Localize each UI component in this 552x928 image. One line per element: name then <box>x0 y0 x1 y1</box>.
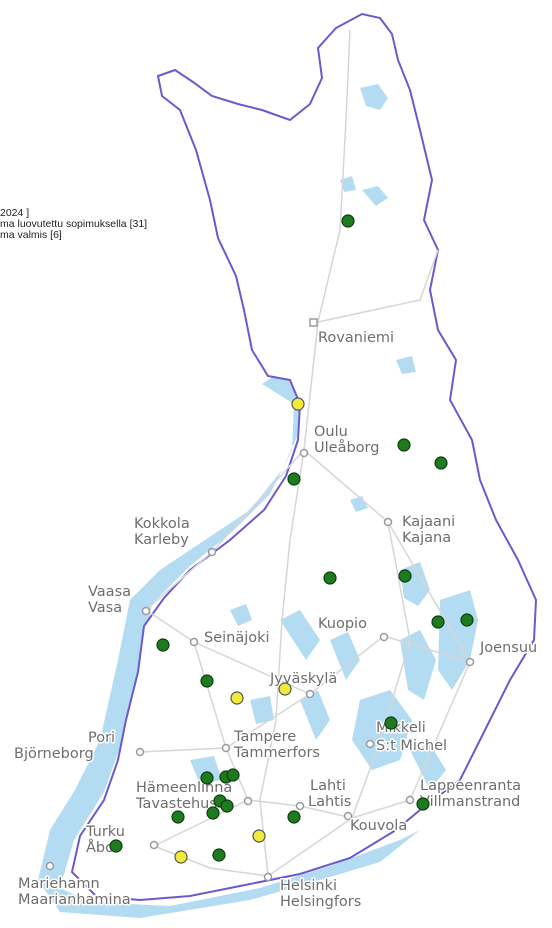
marker-green <box>397 438 411 452</box>
marker-green <box>416 797 430 811</box>
city-label: Uleåborg <box>314 439 379 456</box>
city-label: Hämeenlinna <box>136 780 232 796</box>
marker-yellow <box>174 850 188 864</box>
city-label: Lahti <box>310 778 346 794</box>
city-label: Vasa <box>88 600 122 616</box>
city-label: Tampere <box>233 729 296 745</box>
marker-yellow <box>230 691 244 705</box>
marker-green <box>323 571 337 585</box>
city-label: S:t Michel <box>376 738 447 754</box>
marker-green <box>171 810 185 824</box>
city-label: Karleby <box>134 532 189 548</box>
marker-green <box>287 472 301 486</box>
city-label: Seinäjoki <box>204 630 270 646</box>
legend-item-contract: ma luovutettu sopimuksella [31] <box>0 218 148 230</box>
marker-green <box>384 716 398 730</box>
city-label: Tavastehus <box>135 796 217 812</box>
city-label: Turku <box>85 824 125 840</box>
map-legend: 2024 ] ma luovutettu sopimuksella [31] m… <box>0 208 147 241</box>
marker-green <box>200 771 214 785</box>
marker-yellow <box>278 682 292 696</box>
legend-header: 2024 ] <box>0 207 30 219</box>
yellow-markers[interactable] <box>174 397 305 864</box>
city-label: Kokkola <box>134 516 190 532</box>
city-labels: Rovaniemi Oulu Uleåborg Kokkola Karleby … <box>13 329 539 912</box>
city-label: Helsingfors <box>280 894 361 910</box>
city-label: Kajana <box>402 530 451 546</box>
city-label: Lappeenranta <box>420 778 521 794</box>
marker-green <box>431 615 445 629</box>
city-dots <box>45 318 475 882</box>
city-label: Mikkeli <box>376 720 426 736</box>
city-label: Tammerfors <box>233 745 320 761</box>
city-label: Kuopio <box>318 616 367 632</box>
city-label: Maarianhamina <box>18 892 131 908</box>
city-label: Helsinki <box>280 878 337 894</box>
city-label: Villmanstrand <box>420 794 520 810</box>
city-label: Jyväskylä <box>269 671 337 687</box>
marker-green <box>109 839 123 853</box>
city-label: Mariehamn <box>18 876 100 892</box>
city-label: Joensuu <box>479 640 537 656</box>
city-label: Oulu <box>314 424 348 440</box>
city-label: Åbo <box>86 839 114 856</box>
city-label: Lahtis <box>308 794 351 810</box>
marker-green <box>226 768 240 782</box>
marker-green <box>156 638 170 652</box>
city-label: Kouvola <box>350 818 407 834</box>
city-label: Pori <box>88 730 115 746</box>
marker-green <box>220 799 234 813</box>
marker-green <box>287 810 301 824</box>
green-markers[interactable] <box>109 214 474 862</box>
marker-green <box>460 613 474 627</box>
marker-green <box>200 674 214 688</box>
city-label: Björneborg <box>14 746 94 762</box>
marker-yellow <box>252 829 266 843</box>
city-label: Rovaniemi <box>318 330 394 346</box>
marker-yellow <box>291 397 305 411</box>
marker-green <box>434 456 448 470</box>
marker-green <box>206 806 220 820</box>
city-label: Kajaani <box>402 514 455 530</box>
marker-green <box>398 569 412 583</box>
marker-green <box>212 848 226 862</box>
city-label: Vaasa <box>88 584 131 600</box>
legend-item-ready: ma valmis [6] <box>0 229 62 241</box>
marker-green <box>341 214 355 228</box>
